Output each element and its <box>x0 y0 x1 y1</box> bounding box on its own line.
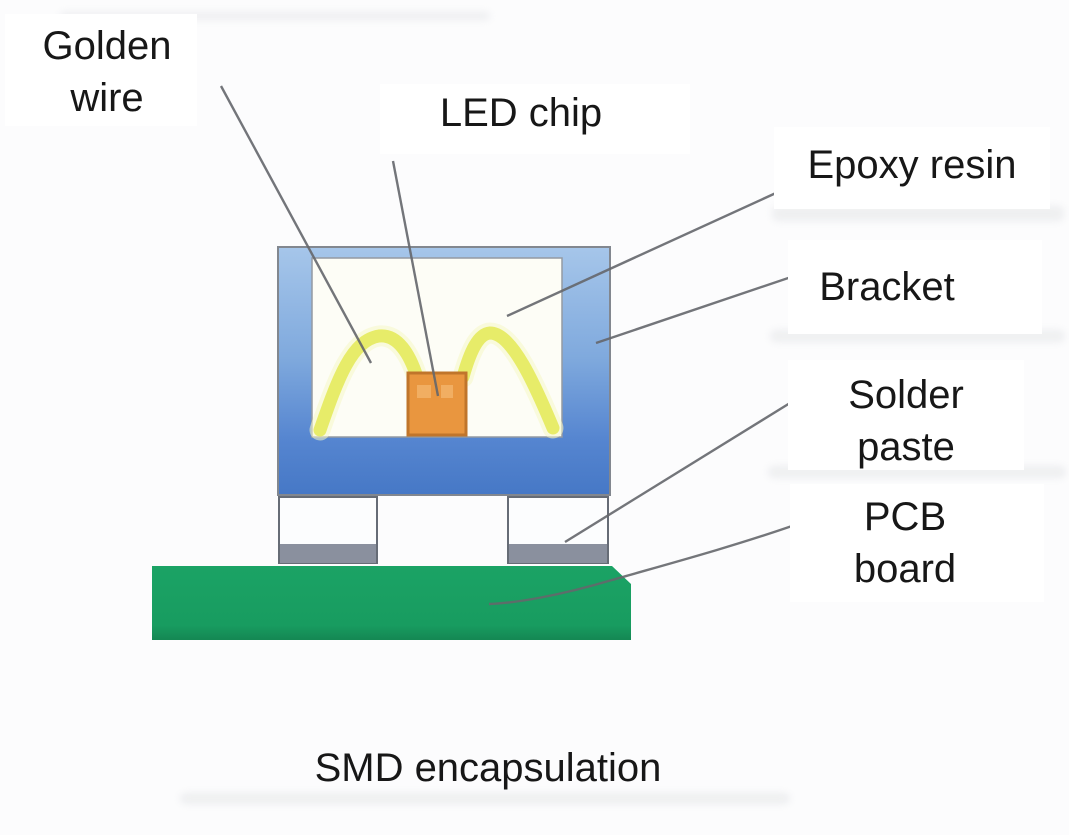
label-text: LED chip <box>439 91 603 135</box>
led-chip-mark <box>441 385 453 398</box>
leader-line-led-chip <box>391 160 440 397</box>
label-line: paste <box>857 425 955 469</box>
label-line: Solder <box>848 373 964 417</box>
label-solder-paste: Solder paste <box>788 360 1024 470</box>
background-smudge <box>180 793 790 804</box>
label-led-chip: LED chip <box>380 84 690 154</box>
label-line: board <box>853 547 957 591</box>
diagram-caption: SMD encapsulation <box>270 740 706 796</box>
label-line: Golden <box>42 24 172 68</box>
led-chip-shape <box>406 371 468 437</box>
left-solder-paste-shape <box>280 544 376 563</box>
label-text: Bracket <box>819 265 955 309</box>
label-text: Epoxy resin <box>807 143 1017 187</box>
background-smudge <box>60 12 490 20</box>
leader-line-bracket <box>595 270 807 345</box>
label-line: PCB <box>863 495 947 539</box>
leader-line-golden-wire <box>219 85 373 364</box>
label-pcb-board: PCB board <box>790 484 1044 602</box>
label-line: wire <box>70 76 144 120</box>
leader-line-solder-paste <box>564 401 791 544</box>
pcb-board-shape <box>152 566 631 640</box>
led-chip-mark <box>417 385 431 398</box>
label-epoxy-resin: Epoxy resin <box>774 127 1050 209</box>
label-bracket: Bracket <box>788 240 1042 334</box>
golden-wire-left-arc <box>313 329 424 437</box>
right-solder-paste-shape <box>509 544 607 563</box>
background-smudge <box>772 206 1064 221</box>
caption-text: SMD encapsulation <box>314 745 662 790</box>
label-golden-wire: Golden wire <box>5 14 197 126</box>
leader-line-epoxy-resin <box>506 180 801 318</box>
leader-line-pcb-board <box>488 524 793 606</box>
golden-wire-right-arc <box>456 326 560 435</box>
